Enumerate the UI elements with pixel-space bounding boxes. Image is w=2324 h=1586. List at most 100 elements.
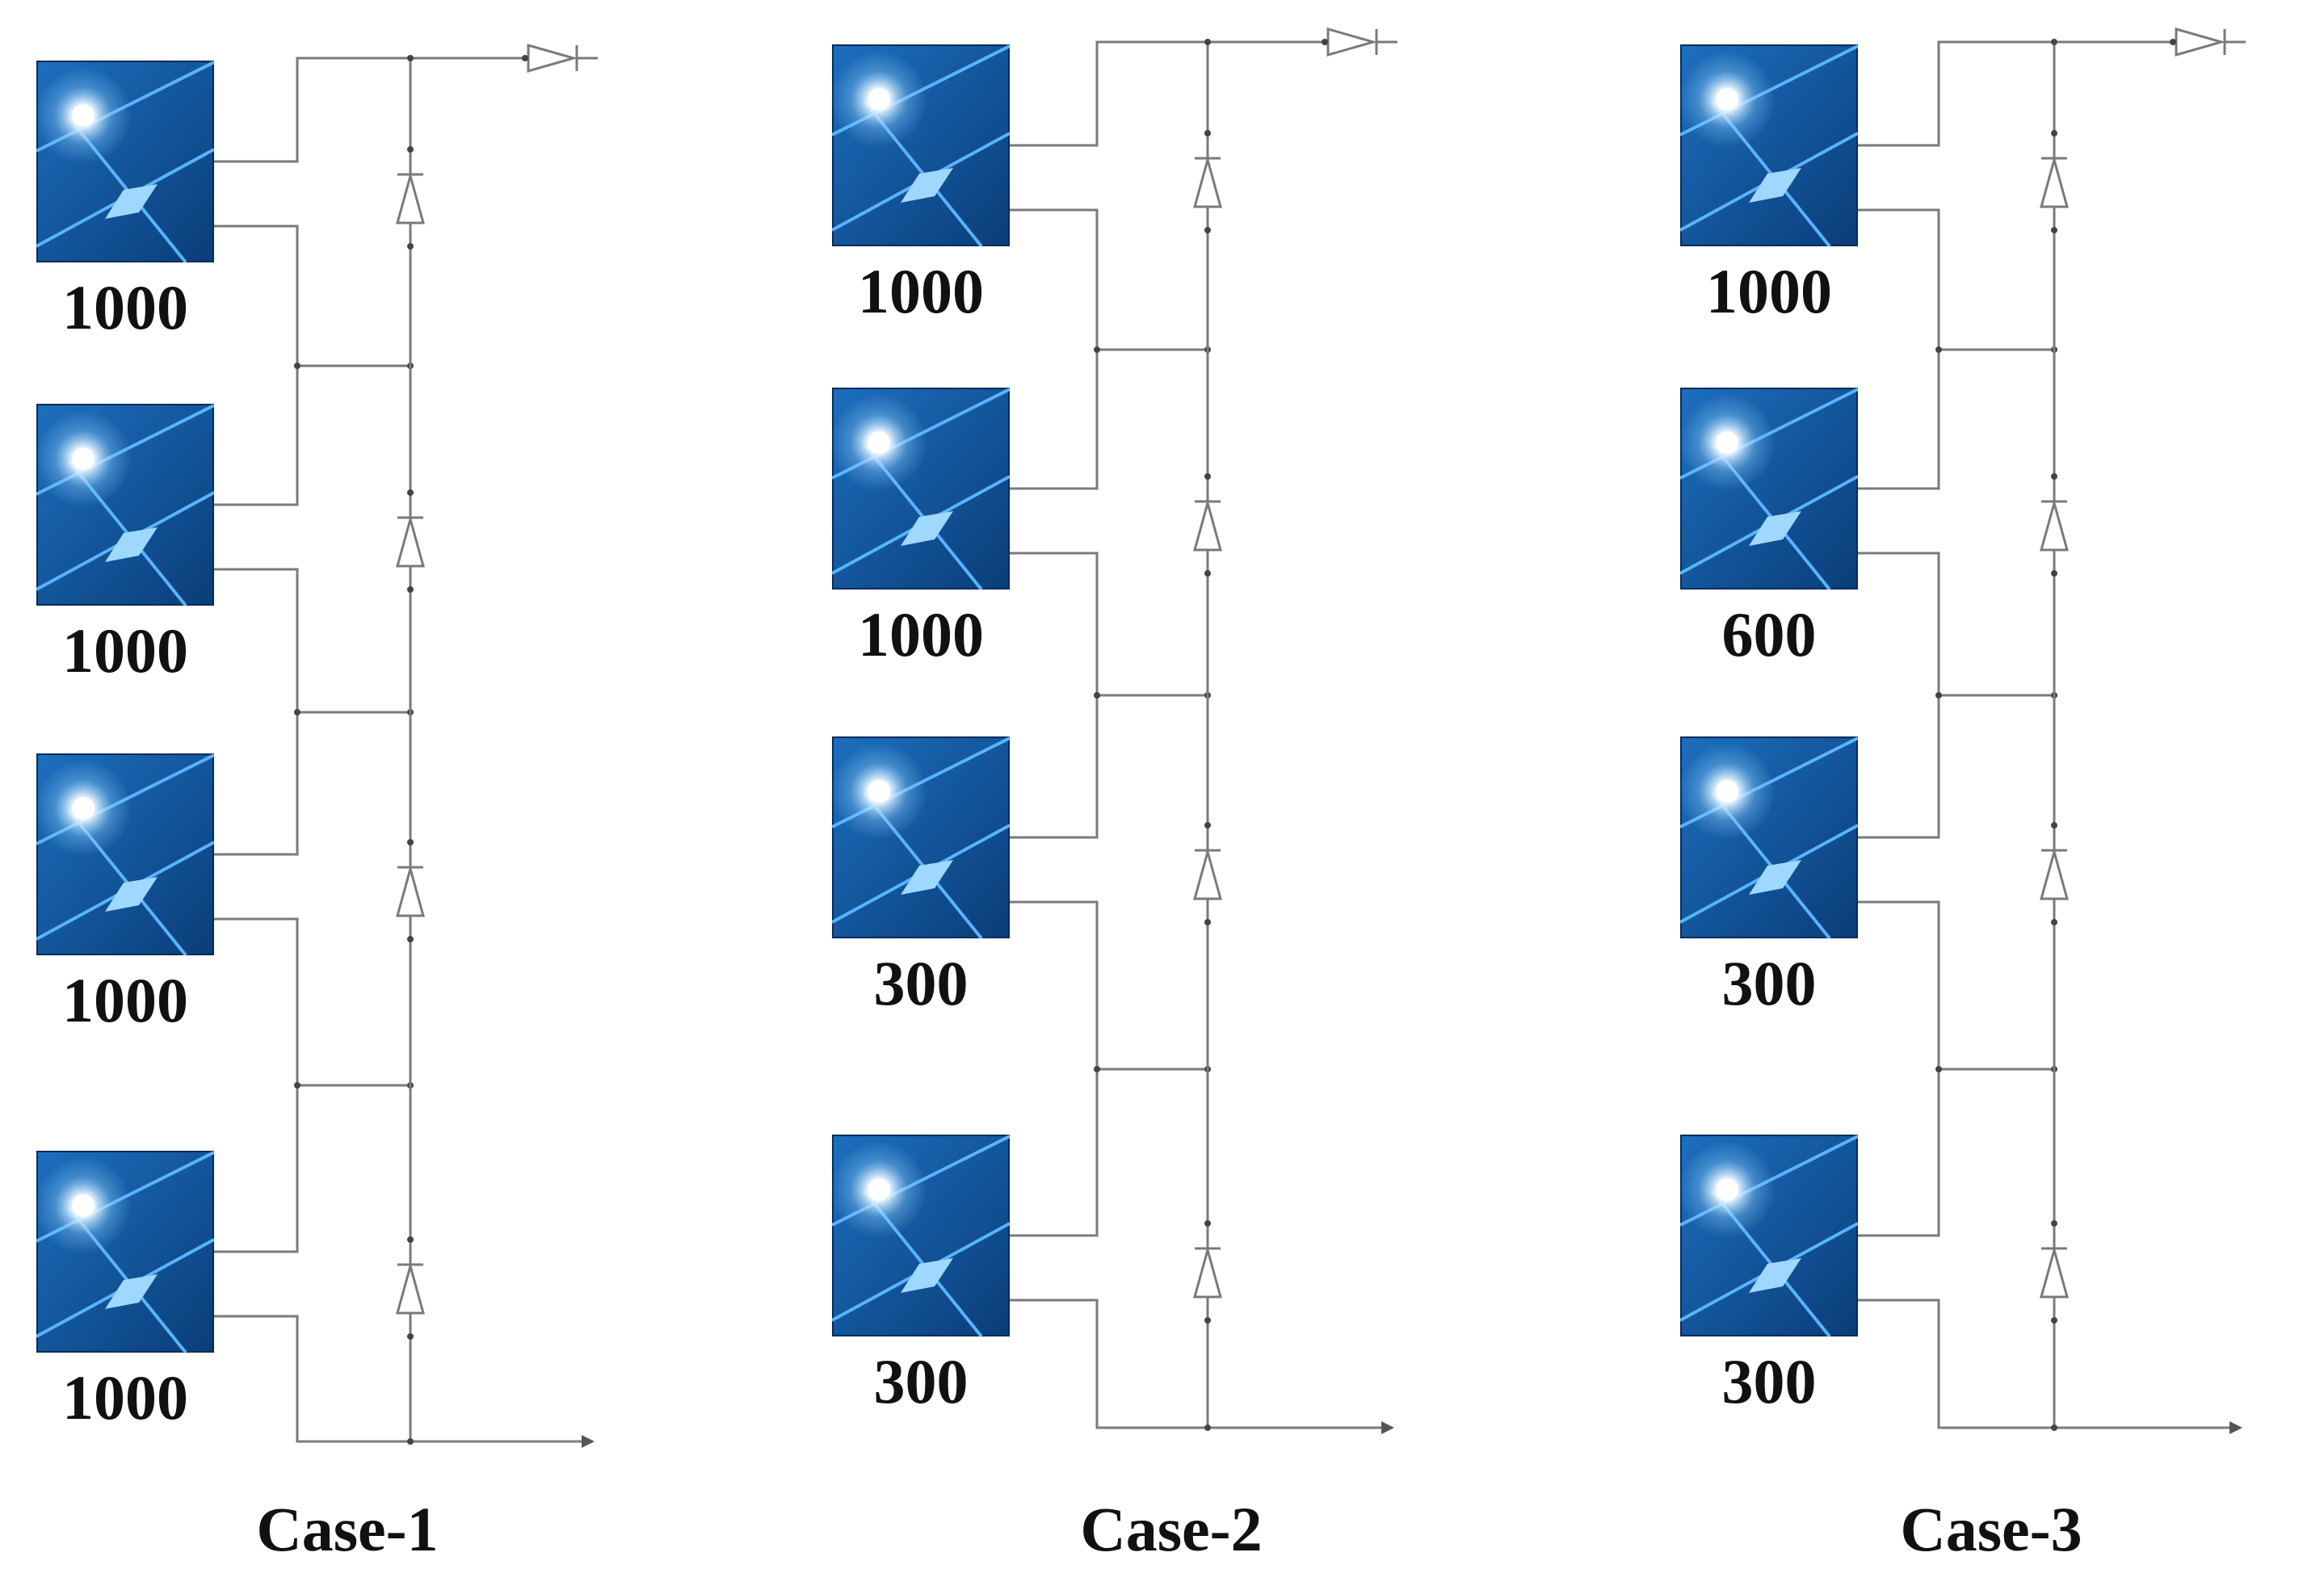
junction-dot: [1204, 130, 1211, 136]
output-wire-negative: [1010, 1299, 1381, 1429]
series-wire: [214, 917, 299, 1253]
bypass-diode-icon: [2040, 1247, 2069, 1299]
junction-dot: [2051, 822, 2057, 829]
junction-dot: [407, 586, 414, 593]
junction-dot: [1094, 1066, 1100, 1072]
output-wire-positive: [214, 57, 529, 163]
output-wire-negative: [1858, 1299, 2229, 1429]
junction-dot: [1204, 822, 1211, 829]
bypass-diode-icon: [396, 516, 425, 568]
series-wire: [1010, 208, 1099, 490]
irradiance-label: 300: [874, 1346, 969, 1416]
junction-dot: [407, 1236, 414, 1243]
bypass-diode-icon: [2040, 157, 2069, 208]
irradiance-label: 1000: [858, 256, 984, 326]
bypass-diode-icon: [1193, 1247, 1222, 1299]
irradiance-label: 1000: [62, 615, 188, 686]
bypass-diode-icon: [396, 866, 425, 917]
case-label: Case-3: [1900, 1494, 2082, 1564]
junction-dot: [407, 1438, 414, 1445]
series-wire: [1858, 552, 1940, 839]
junction-dot: [1935, 1066, 1942, 1072]
output-wire-positive: [1010, 40, 1329, 147]
junction-dot: [522, 55, 528, 61]
series-wire: [1010, 552, 1099, 839]
junction-dot: [2051, 227, 2057, 233]
junction-dot: [407, 1333, 414, 1340]
irradiance-label: 1000: [1706, 256, 1832, 326]
junction-dot: [407, 839, 414, 845]
pv-module-icon: [832, 388, 1010, 590]
junction-dot: [2051, 1317, 2057, 1324]
blocking-diode-icon: [1326, 27, 1378, 57]
pv-module-icon: [1680, 44, 1858, 246]
junction-dot: [2051, 39, 2057, 45]
junction-dot: [1204, 919, 1211, 925]
junction-dot: [1204, 1317, 1211, 1324]
series-wire: [1858, 208, 1940, 490]
junction-dot: [1204, 1424, 1211, 1431]
junction-dot: [1204, 39, 1211, 45]
irradiance-label: 1000: [858, 599, 984, 669]
bypass-diode-icon: [396, 1263, 425, 1315]
irradiance-label: 600: [1722, 599, 1817, 669]
junction-dot: [1204, 570, 1211, 577]
junction-dot: [407, 243, 414, 250]
pv-module-icon: [36, 1151, 214, 1353]
junction-dot: [407, 146, 414, 153]
case-label: Case-2: [1080, 1494, 1262, 1564]
series-wire: [214, 568, 299, 856]
junction-dot: [2051, 130, 2057, 136]
junction-dot: [407, 936, 414, 942]
blocking-diode-icon: [2175, 27, 2226, 57]
junction-dot: [2051, 473, 2057, 480]
bypass-diode-icon: [2040, 500, 2069, 552]
junction-dot: [1935, 692, 1942, 699]
series-wire: [1858, 900, 1940, 1237]
irradiance-label: 1000: [62, 1362, 188, 1433]
pv-module-icon: [36, 61, 214, 262]
junction-dot: [294, 363, 300, 369]
irradiance-label: 300: [1722, 948, 1817, 1018]
junction-dot: [2051, 1220, 2057, 1227]
pv-module-icon: [832, 44, 1010, 246]
junction-dot: [1094, 692, 1100, 699]
output-wire-positive: [1858, 40, 2177, 147]
pv-module-icon: [36, 753, 214, 955]
series-wire: [1010, 900, 1099, 1237]
output-wire-negative: [214, 1315, 582, 1443]
junction-dot: [1204, 1220, 1211, 1227]
terminal-arrow-icon: [1381, 1421, 1394, 1434]
irradiance-label: 300: [1722, 1346, 1817, 1416]
terminal-arrow-icon: [582, 1435, 595, 1448]
junction-dot: [407, 489, 414, 496]
bypass-diode-icon: [1193, 500, 1222, 552]
junction-dot: [1935, 346, 1942, 353]
terminal-arrow-icon: [2229, 1421, 2242, 1434]
junction-dot: [2170, 39, 2176, 45]
junction-dot: [294, 1082, 300, 1089]
junction-dot: [2051, 570, 2057, 577]
pv-module-icon: [832, 1135, 1010, 1336]
bypass-diode-icon: [396, 173, 425, 224]
pv-module-icon: [832, 736, 1010, 938]
junction-dot: [1322, 39, 1328, 45]
pv-module-icon: [1680, 388, 1858, 590]
series-wire: [214, 224, 299, 506]
irradiance-label: 300: [874, 948, 969, 1018]
blocking-diode-icon: [527, 44, 578, 73]
bypass-diode-icon: [2040, 849, 2069, 900]
junction-dot: [1094, 346, 1100, 353]
junction-dot: [2051, 1424, 2057, 1431]
bypass-diode-icon: [1193, 849, 1222, 900]
pv-module-icon: [1680, 736, 1858, 938]
pv-module-icon: [1680, 1135, 1858, 1336]
junction-dot: [1204, 473, 1211, 480]
irradiance-label: 1000: [62, 272, 188, 342]
junction-dot: [407, 55, 414, 61]
junction-dot: [1204, 227, 1211, 233]
bypass-diode-icon: [1193, 157, 1222, 208]
